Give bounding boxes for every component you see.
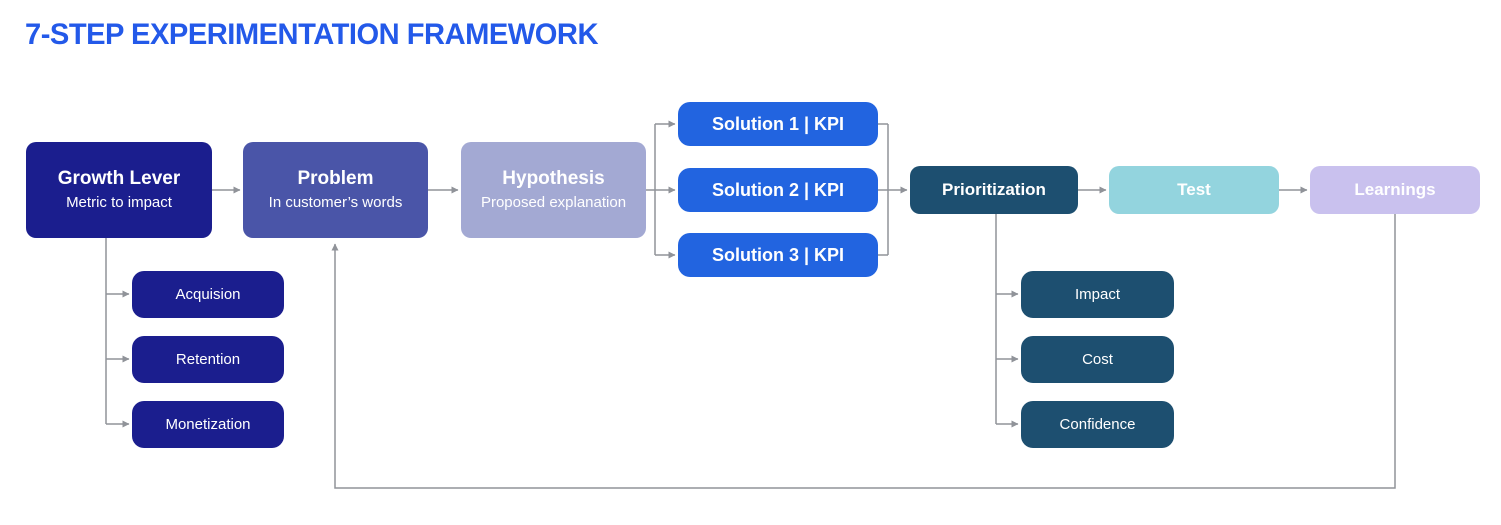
node-prioritization: Prioritization: [910, 166, 1078, 214]
node-solution-2: Solution 2 | KPI: [678, 168, 878, 212]
solution-2-label: Solution 2 | KPI: [711, 179, 845, 200]
cost-label: Cost: [1082, 351, 1113, 368]
retention-label: Retention: [175, 351, 241, 368]
growth-lever-label: Growth Lever: [57, 168, 181, 190]
confidence-label: Confidence: [1059, 416, 1136, 433]
node-confidence: Confidence: [1021, 401, 1174, 448]
node-learnings: Learnings: [1310, 166, 1480, 214]
learnings-label: Learnings: [1354, 180, 1436, 199]
test-label: Test: [1177, 180, 1211, 199]
problem-sublabel: In customer’s words: [268, 193, 403, 211]
prioritization-label: Prioritization: [942, 180, 1046, 199]
node-cost: Cost: [1021, 336, 1174, 383]
node-monetization: Monetization: [132, 401, 284, 448]
impact-label: Impact: [1074, 286, 1120, 303]
node-acquision: Acquision: [132, 271, 284, 318]
node-test: Test: [1109, 166, 1279, 214]
node-growth-lever: Growth Lever Metric to impact: [26, 142, 212, 238]
node-solution-1: Solution 1 | KPI: [678, 102, 878, 146]
page-title: 7-STEP EXPERIMENTATION FRAMEWORK: [25, 18, 598, 51]
solution-3-label: Solution 3 | KPI: [711, 244, 845, 265]
acquision-label: Acquision: [175, 286, 241, 303]
problem-label: Problem: [297, 168, 374, 190]
monetization-label: Monetization: [165, 416, 251, 433]
node-impact: Impact: [1021, 271, 1174, 318]
node-hypothesis: Hypothesis Proposed explanation: [461, 142, 646, 238]
hypothesis-sublabel: Proposed explanation: [480, 193, 627, 211]
hypothesis-label: Hypothesis: [502, 168, 605, 190]
connector-learnings-feedback-loop: [331, 214, 1396, 489]
node-retention: Retention: [132, 336, 284, 383]
growth-lever-sublabel: Metric to impact: [66, 193, 172, 211]
node-solution-3: Solution 3 | KPI: [678, 233, 878, 277]
node-problem: Problem In customer’s words: [243, 142, 428, 238]
solution-1-label: Solution 1 | KPI: [711, 113, 845, 134]
